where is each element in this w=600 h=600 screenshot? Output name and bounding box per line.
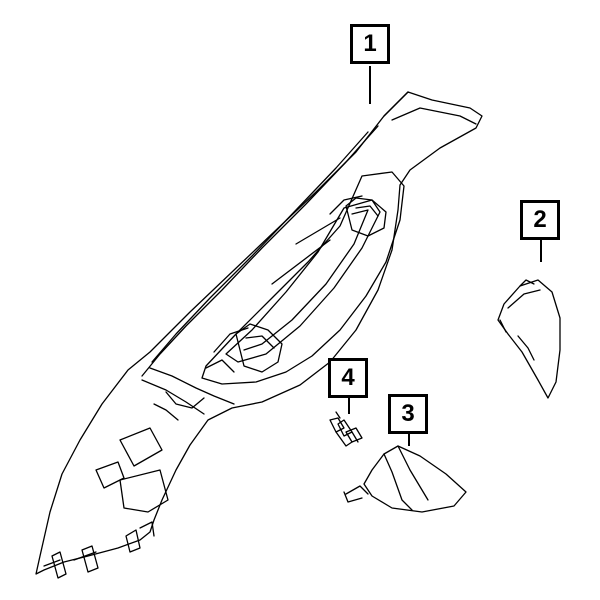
leader-line-2	[540, 240, 542, 262]
callout-2: 2	[520, 200, 560, 240]
end-cap-cover	[497, 279, 561, 399]
leader-line-4	[348, 394, 350, 414]
fastener-screw	[329, 411, 363, 447]
callout-4: 4	[328, 358, 368, 398]
pillar-trim-panel	[35, 91, 483, 579]
leader-line-3	[408, 434, 410, 446]
bolt-cover	[343, 445, 467, 513]
callout-1: 1	[350, 24, 390, 64]
callout-3: 3	[388, 394, 428, 434]
leader-line-1	[369, 66, 371, 104]
